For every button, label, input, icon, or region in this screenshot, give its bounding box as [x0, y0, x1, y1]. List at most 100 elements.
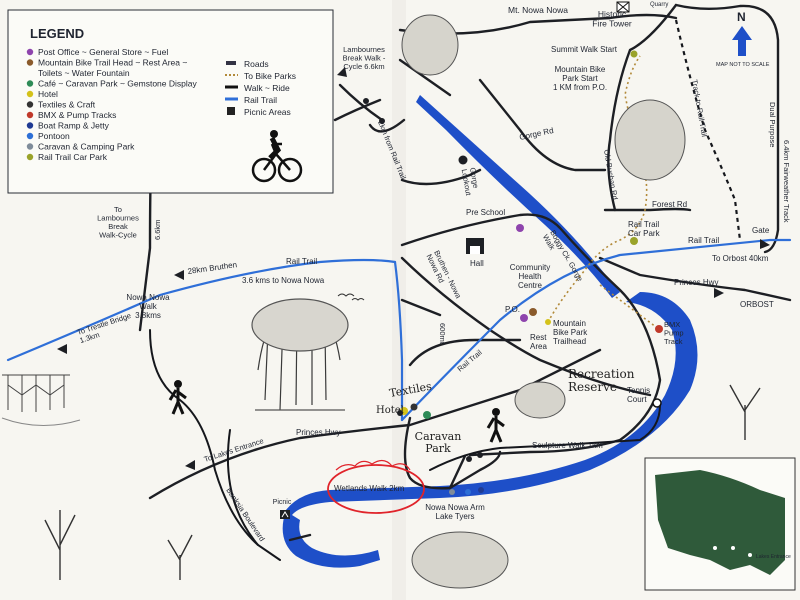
legend-item-label: Walk ~ Ride	[244, 83, 290, 93]
mtb-trailhead-marker	[529, 308, 537, 316]
road-legend-icon	[226, 61, 236, 65]
legend-marker	[26, 143, 34, 150]
legend-marker	[26, 122, 34, 129]
map-label-fairweather: 6.4km Fairweather Track	[782, 140, 791, 223]
map-label-sculpture: Sculpture Walk 1km	[532, 441, 603, 450]
legend-title: LEGEND	[30, 26, 84, 41]
legend: LEGEND Post Office ~ General Store ~ Fue…	[7, 9, 334, 194]
pontoon-marker	[465, 489, 471, 495]
gorge-lookout-marker	[458, 155, 468, 165]
legend-marker	[26, 90, 34, 98]
cyclist-icon	[251, 130, 303, 183]
legend-item-label: Café ~ Caravan Park ~ Gemstone Display	[38, 79, 197, 89]
bike-park-dotted	[547, 55, 661, 331]
map-label-pre-school: Pre School	[466, 208, 505, 217]
legend-item-label: Boat Ramp & Jetty	[38, 121, 110, 131]
map-label-forest-rd: Forest Rd	[652, 200, 687, 209]
direction-arrows	[57, 67, 770, 470]
legend-marker	[26, 48, 34, 56]
map-label-hotel: Hotel	[376, 405, 404, 416]
bare-tree-icon	[44, 384, 761, 580]
map-label-princes-hwy-l: Princes Hwy	[296, 428, 340, 437]
rail-car-park-marker	[630, 237, 638, 245]
tree-illustration	[401, 14, 686, 589]
legend-marker	[26, 132, 34, 140]
legend-item-label: Roads	[244, 59, 269, 69]
map-label-summit-walk: Summit Walk Start	[551, 45, 618, 54]
map-label-lakes-entrance-inset: Lakes Entrance	[756, 554, 791, 560]
legend-marker	[26, 59, 34, 66]
post-office-marker	[520, 314, 528, 322]
map-label-gate: Gate	[752, 226, 770, 235]
bird-icon	[337, 293, 365, 301]
legend-item-label: Toilets ~ Water Fountain	[38, 68, 130, 78]
trestle-bridge-illustration	[1, 374, 81, 427]
hiker-icon	[486, 408, 505, 443]
legend-item-label: To Bike Parks	[244, 71, 296, 81]
map-label-km36: 3.6 kms to Nowa Nowa	[242, 276, 325, 285]
legend-item-label: Textiles & Craft	[38, 100, 96, 110]
legend-item-label: Picnic Areas	[244, 107, 291, 117]
creek-water	[416, 95, 620, 298]
rest-area-marker	[545, 319, 551, 325]
legend-marker	[26, 111, 34, 119]
map-label-po: P.O.	[505, 305, 520, 314]
rail-trail	[6, 238, 792, 422]
hiker-icon	[168, 380, 187, 415]
summit-walk-marker	[630, 50, 638, 58]
map-label-to-orbost: To Orbost 40km	[712, 254, 769, 263]
poi-markers	[363, 50, 663, 495]
lake-tyers-water	[282, 292, 698, 568]
north-label: N	[737, 10, 746, 24]
textiles-marker	[410, 403, 418, 411]
map-label-rail-trail-l: Rail Trail	[286, 257, 317, 266]
inset-map	[644, 457, 796, 591]
legend-item-label: Rail Trail Car Park	[38, 152, 108, 162]
map-label-wetlands: Wetlands Walk 2km	[334, 484, 405, 493]
bmx-marker	[655, 325, 663, 333]
legend-item-label: Post Office ~ General Store ~ Fuel	[38, 47, 168, 57]
scale-note: MAP NOT TO SCALE	[716, 62, 770, 68]
camping-marker	[449, 489, 455, 495]
roads	[138, 3, 792, 542]
map-label-orbost: ORBOST	[740, 300, 774, 309]
legend-item-label: Hotel	[38, 89, 58, 99]
picnic-legend-icon	[227, 107, 235, 115]
legend-item-label: Pontoon	[38, 131, 70, 141]
map-label-mt-nowa-nowa: Mt. Nowa Nowa	[508, 5, 568, 15]
hall-icon	[466, 238, 484, 254]
map-label-rail-trail-r: Rail Trail	[688, 236, 719, 245]
map-label-princes-hwy-r: Princes Hwy	[674, 278, 718, 287]
north-arrow-icon	[732, 26, 752, 56]
tennis-marker	[652, 398, 662, 408]
wetlands-highlight	[327, 464, 425, 514]
map-label-picnic: Picnic	[273, 499, 292, 506]
legend-item-label: Mountain Bike Trail Head ~ Rest Area ~	[38, 58, 187, 68]
track-to-rail-dashed	[674, 19, 742, 241]
boat-ramp-marker	[478, 487, 484, 493]
cafe-marker	[423, 411, 431, 419]
picnic-icon	[280, 510, 290, 519]
fire-tower-icon	[616, 1, 630, 13]
pre-school-marker	[516, 224, 524, 232]
map-label-hall: Hall	[470, 259, 484, 268]
legend-marker	[26, 80, 34, 87]
legend-marker	[26, 153, 34, 161]
map-label-km66: 6.6km	[153, 220, 162, 240]
map-label-m600: 600mt.	[438, 323, 447, 346]
legend-item-label: Caravan & Camping Park	[38, 142, 135, 152]
